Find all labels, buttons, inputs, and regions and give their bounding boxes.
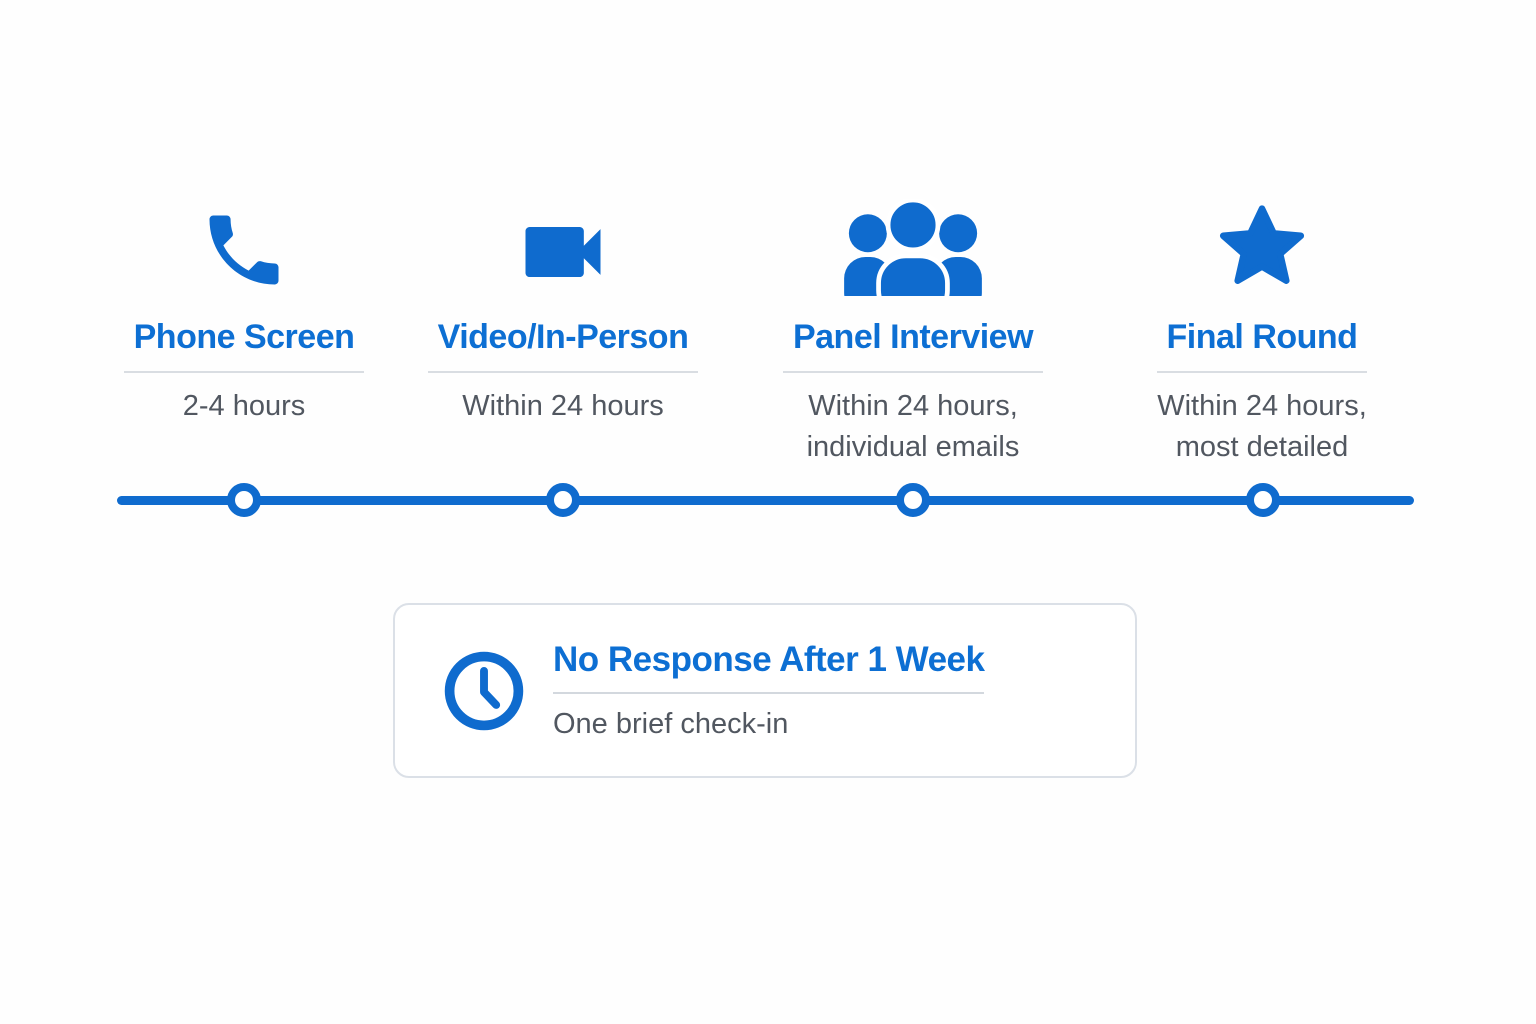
stage-title: Final Round [1166, 318, 1358, 356]
clock-icon [441, 648, 527, 734]
stage-title-underline: Video/In-Person [427, 318, 699, 373]
timeline-line [117, 496, 1414, 505]
stage-subtitle: 2-4 hours [182, 390, 306, 422]
no-response-note-card: No Response After 1 Week One brief check… [393, 603, 1137, 778]
stage-subtitle: Within 24 hours, individual emails [806, 390, 1020, 464]
stage-title: Video/In-Person [437, 318, 689, 356]
stage-title-underline: Phone Screen [123, 318, 365, 373]
timeline-dot-panel-interview [896, 483, 930, 517]
stage-phone-screen: Phone Screen 2-4 hours [64, 190, 424, 427]
note-card-subtitle: One brief check-in [553, 708, 789, 740]
note-card-divider [553, 692, 985, 694]
stage-video-in-person: Video/In-Person Within 24 hours [383, 190, 743, 427]
stage-panel-interview: Panel Interview Within 24 hours, individ… [733, 190, 1093, 468]
stage-subtitle: Within 24 hours, most detailed [1157, 390, 1367, 464]
star-icon [1213, 190, 1311, 296]
timeline-dot-phone-screen [227, 483, 261, 517]
stage-title-underline: Panel Interview [782, 318, 1044, 373]
note-card-title: No Response After 1 Week [553, 640, 985, 679]
note-card-text: No Response After 1 Week One brief check… [553, 640, 985, 741]
timeline-dot-final-round [1246, 483, 1280, 517]
timeline-dot-video-in-person [546, 483, 580, 517]
video-camera-icon [513, 190, 613, 296]
stage-subtitle: Within 24 hours [462, 390, 664, 422]
stage-title: Phone Screen [133, 318, 355, 356]
phone-icon [198, 190, 290, 296]
stage-final-round: Final Round Within 24 hours, most detail… [1082, 190, 1442, 468]
stage-title: Panel Interview [792, 318, 1034, 356]
stage-title-underline: Final Round [1156, 318, 1368, 373]
people-icon [837, 190, 989, 296]
